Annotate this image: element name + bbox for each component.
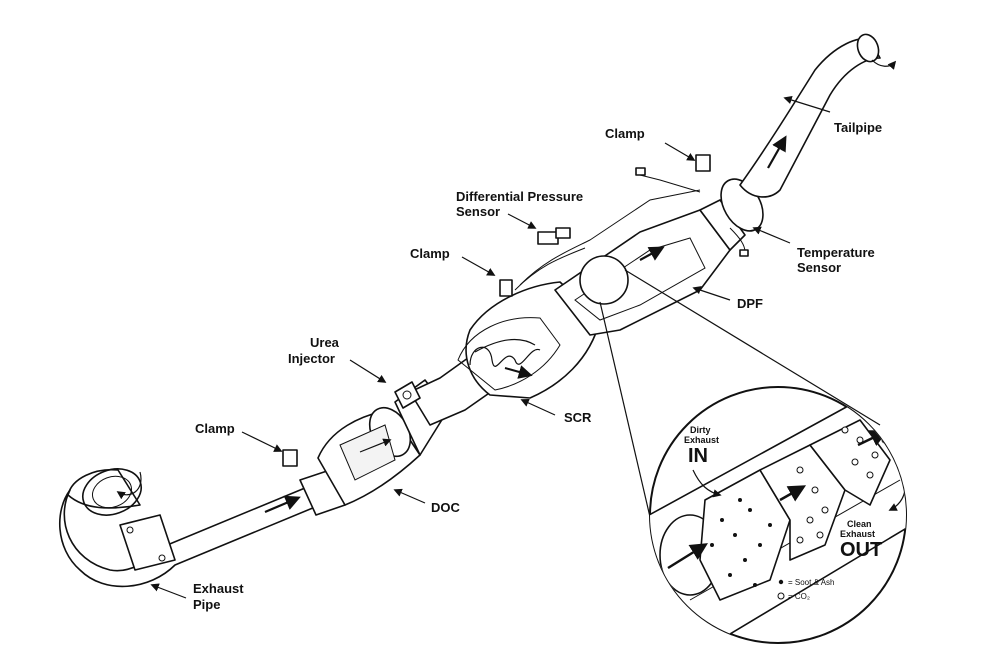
label-clamp-mid: Clamp <box>410 246 450 261</box>
dpf-cutaway-inset <box>649 386 907 644</box>
label-dpf: DPF <box>737 296 763 311</box>
label-urea-line1: Urea <box>310 335 340 350</box>
inset-clean-line1: Clean <box>847 519 872 529</box>
label-doc: DOC <box>431 500 461 515</box>
label-clamp-bottom: Clamp <box>195 421 235 436</box>
label-tailpipe: Tailpipe <box>834 120 882 135</box>
dpf-filter <box>282 154 764 467</box>
inset-dirty-line1: Dirty <box>690 425 711 435</box>
inset-clean-line2: Exhaust <box>840 529 875 539</box>
exhaust-pipe <box>59 468 321 588</box>
co2-legend-marker <box>777 592 785 600</box>
label-exhaust-line1: Exhaust <box>193 581 244 596</box>
inset-dirty-in: IN <box>688 445 708 467</box>
label-differential-pressure-line2: Sensor <box>456 204 500 219</box>
label-urea-line2: Injector <box>288 351 335 366</box>
inset-dirty-line2: Exhaust <box>684 435 719 445</box>
label-scr: SCR <box>564 410 592 425</box>
label-temperature-line1: Temperature <box>797 245 875 260</box>
label-temperature-line2: Sensor <box>797 260 841 275</box>
label-exhaust-line2: Pipe <box>193 597 220 612</box>
scr-catalyst <box>457 281 601 399</box>
legend-co2: = CO₂ <box>788 592 810 601</box>
label-clamp-top: Clamp <box>605 126 645 141</box>
legend-soot-ash: = Soot & Ash <box>788 578 834 587</box>
soot-legend-marker <box>778 579 784 585</box>
inset-clean-out: OUT <box>840 539 882 561</box>
label-differential-pressure-line1: Differential Pressure <box>456 189 583 204</box>
callout-lines <box>150 95 831 599</box>
tailpipe <box>739 33 897 198</box>
